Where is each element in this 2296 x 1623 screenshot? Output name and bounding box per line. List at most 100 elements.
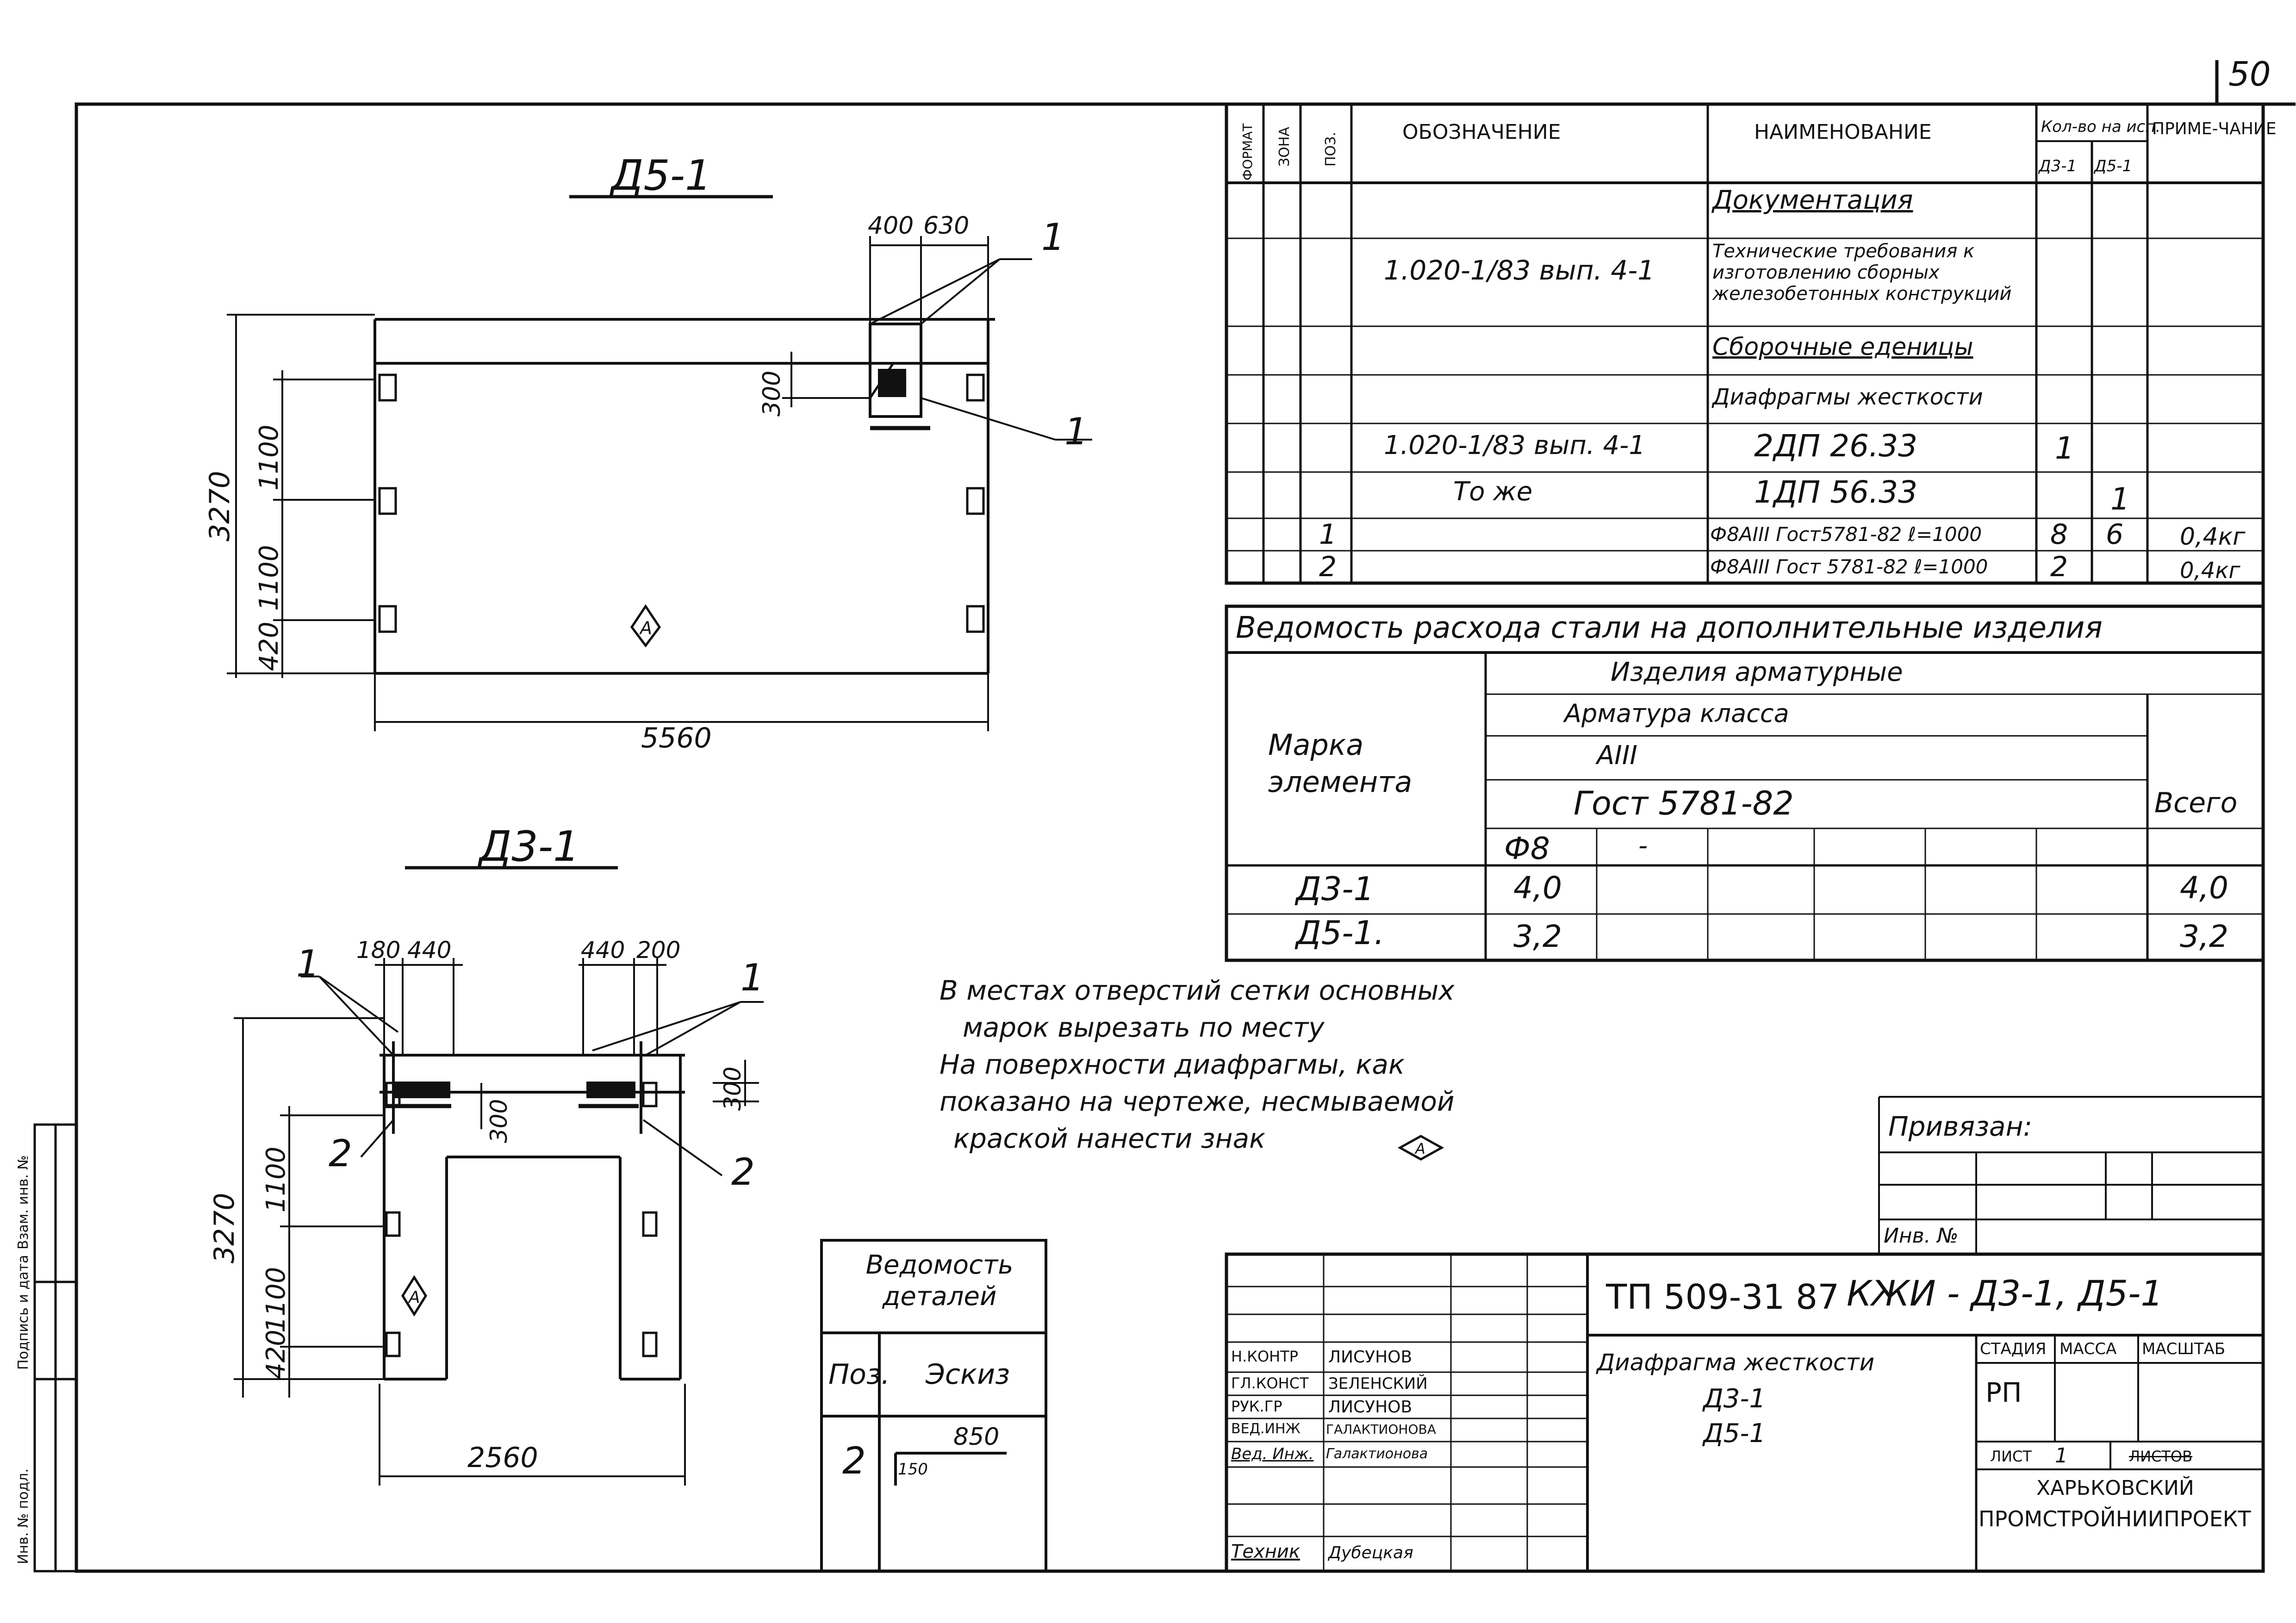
tb-name-0: ЛИСУНОВ — [1328, 1348, 1412, 1367]
steel-row-0-mark: Д3-1 — [1296, 870, 1375, 908]
spec-table — [1225, 102, 2265, 585]
d5-mark: А — [630, 604, 661, 648]
steel-row-1-mark: Д5-1. — [1296, 914, 1385, 952]
d3-embed-plates — [385, 1082, 658, 1357]
view-d5-1: Д5-1 А — [204, 151, 1092, 754]
details-title: Ведомость деталей — [865, 1250, 1014, 1312]
svg-text:А: А — [408, 1288, 420, 1307]
tb-name-line-2: Д5-1 — [1703, 1418, 1766, 1449]
spec-row-7-note: 0,4кг — [2180, 558, 2240, 584]
spec-row-6-q1: 8 — [2050, 518, 2068, 551]
tb-mass-label: МАССА — [2060, 1340, 2117, 1358]
note-line-4: показано на чертеже, несмываемой — [940, 1086, 1455, 1117]
d3-dim-3270: 3270 — [208, 1193, 241, 1263]
tb-org-0: ХАРЬКОВСКИЙ — [2036, 1476, 2194, 1500]
steel-row-1-total: 3,2 — [2180, 919, 2228, 954]
spec-row-3-name: Диафрагмы жесткости — [1712, 384, 1983, 410]
d5-dim-420: 420 — [254, 622, 284, 671]
d3-callout-1b: 1 — [740, 956, 764, 999]
tb-name-line-0: Диафрагма жесткости — [1597, 1349, 1875, 1376]
d3-title: Д3-1 — [477, 822, 579, 871]
view-d3-1: Д3-1 А — [208, 822, 764, 1486]
d5-dim-300: 300 — [758, 371, 786, 417]
tb-role-6: Техник — [1231, 1541, 1300, 1562]
steel-row-0-value: 4,0 — [1513, 870, 1562, 906]
sheet-number: 50 — [2228, 55, 2271, 93]
d3-dim-200: 200 — [636, 937, 680, 964]
tb-name-6: Дубецкая — [1328, 1543, 1413, 1562]
steel-row-1-value: 3,2 — [1513, 919, 1562, 954]
note-mark: А — [1414, 1140, 1425, 1157]
d3-dim-1100a: 1100 — [261, 1146, 291, 1213]
d3-mark: А — [401, 1275, 427, 1317]
tb-role-4: Вед. Инж. — [1231, 1445, 1314, 1463]
binding-inv: Инв. № — [1884, 1224, 1959, 1248]
tb-code: ТП 509-31 87 — [1606, 1277, 1840, 1317]
spec-h-format: ФОРМАТ — [1240, 123, 1255, 180]
spec-row-2-name: Сборочные еденицы — [1712, 333, 1973, 361]
d3-dim-1100b: 1100 — [261, 1267, 291, 1333]
steel-class: АIII — [1597, 740, 1637, 771]
details-pos: 2 — [842, 1439, 866, 1482]
steel-title: Ведомость расхода стали на дополнительны… — [1236, 611, 2103, 645]
title-block — [1225, 1252, 2265, 1573]
spec-row-1-designation: 1.020-1/83 вып. 4-1 — [1384, 255, 1655, 286]
d3-dim-300a: 300 — [485, 1099, 512, 1143]
steel-dash: - — [1638, 831, 1648, 861]
steel-gost: Гост 5781-82 — [1574, 784, 1794, 822]
details-length: 850 — [953, 1423, 1000, 1451]
tb-org-1: ПРОМСТРОЙНИИПРОЕКТ — [1979, 1506, 2251, 1531]
steel-mark-label: Марка элемента — [1268, 728, 1412, 799]
spec-row-0-name: Документация — [1712, 185, 1913, 215]
spec-row-7-q1: 2 — [2050, 551, 2068, 583]
details-table — [820, 1239, 1047, 1573]
details-side: 150 — [898, 1460, 928, 1479]
tb-name-3: ГАЛАКТИОНОВА — [1326, 1422, 1436, 1437]
d5-title: Д5-1 — [609, 151, 711, 200]
tb-scale-label: МАСШТАБ — [2142, 1340, 2226, 1358]
d5-callout-1b: 1 — [1064, 410, 1088, 453]
spec-row-7-pos: 2 — [1319, 551, 1337, 583]
d5-dim-630: 630 — [923, 212, 969, 240]
d5-dim-5560: 5560 — [641, 722, 712, 754]
d5-dimensions — [227, 236, 1092, 731]
note-line-2: марок вырезать по месту — [963, 1012, 1325, 1043]
svg-text:А: А — [639, 618, 652, 638]
d3-dim-440a: 440 — [407, 937, 451, 964]
spec-row-4-q1: 1 — [2055, 430, 2074, 466]
spec-h-name: НАИМЕНОВАНИЕ — [1754, 120, 1932, 144]
spec-row-7-name: Ф8АIII Гост 5781-82 ℓ=1000 — [1710, 555, 1988, 578]
spec-h-designation: ОБОЗНАЧЕНИЕ — [1402, 120, 1561, 144]
d5-embed-plates — [378, 373, 985, 633]
d3-dimensions — [234, 958, 764, 1486]
spec-row-5-q2: 1 — [2110, 481, 2130, 517]
binding-label: Привязан: — [1888, 1111, 2033, 1142]
spec-h-qty-d3: Д3-1 — [2038, 157, 2077, 175]
d3-dim-300b: 300 — [719, 1067, 746, 1111]
d5-dim-400: 400 — [868, 212, 914, 240]
tb-sheets-label: ЛИСТОВ — [2129, 1448, 2193, 1465]
d3-callout-2a: 2 — [329, 1132, 352, 1175]
tb-stage: РП — [1985, 1377, 2022, 1408]
d3-panel-outline — [380, 1041, 685, 1380]
d3-callout-2b: 2 — [731, 1150, 755, 1194]
d3-dim-2560: 2560 — [467, 1442, 538, 1474]
d5-dim-1100b: 1100 — [254, 545, 284, 611]
tb-role-2: РУК.ГР — [1231, 1398, 1282, 1415]
steel-table — [1225, 604, 2265, 962]
spec-h-qty-d5: Д5-1 — [2093, 157, 2132, 175]
tb-sheet-label: ЛИСТ — [1990, 1448, 2032, 1465]
tb-sheet-value: 1 — [2055, 1444, 2068, 1468]
d3-dim-420: 420 — [261, 1330, 291, 1379]
tb-role-3: ВЕД.ИНЖ — [1231, 1421, 1300, 1437]
tb-role-1: ГЛ.КОНСТ — [1231, 1374, 1309, 1392]
spec-row-6-pos: 1 — [1319, 518, 1337, 551]
side-stamp-label-3: Взам. инв. № — [15, 1155, 31, 1250]
steel-row-0-total: 4,0 — [2180, 870, 2228, 906]
side-stamp-label-1: Инв. № подл. — [15, 1468, 31, 1564]
note-line-3: На поверхности диафрагмы, как — [940, 1049, 1405, 1080]
tb-code-suffix: КЖИ - Д3-1, Д5-1 — [1847, 1273, 2163, 1314]
d3-dim-180: 180 — [356, 937, 400, 964]
tb-name-2: ЛИСУНОВ — [1328, 1398, 1412, 1417]
spec-row-6-note: 0,4кг — [2180, 523, 2246, 551]
